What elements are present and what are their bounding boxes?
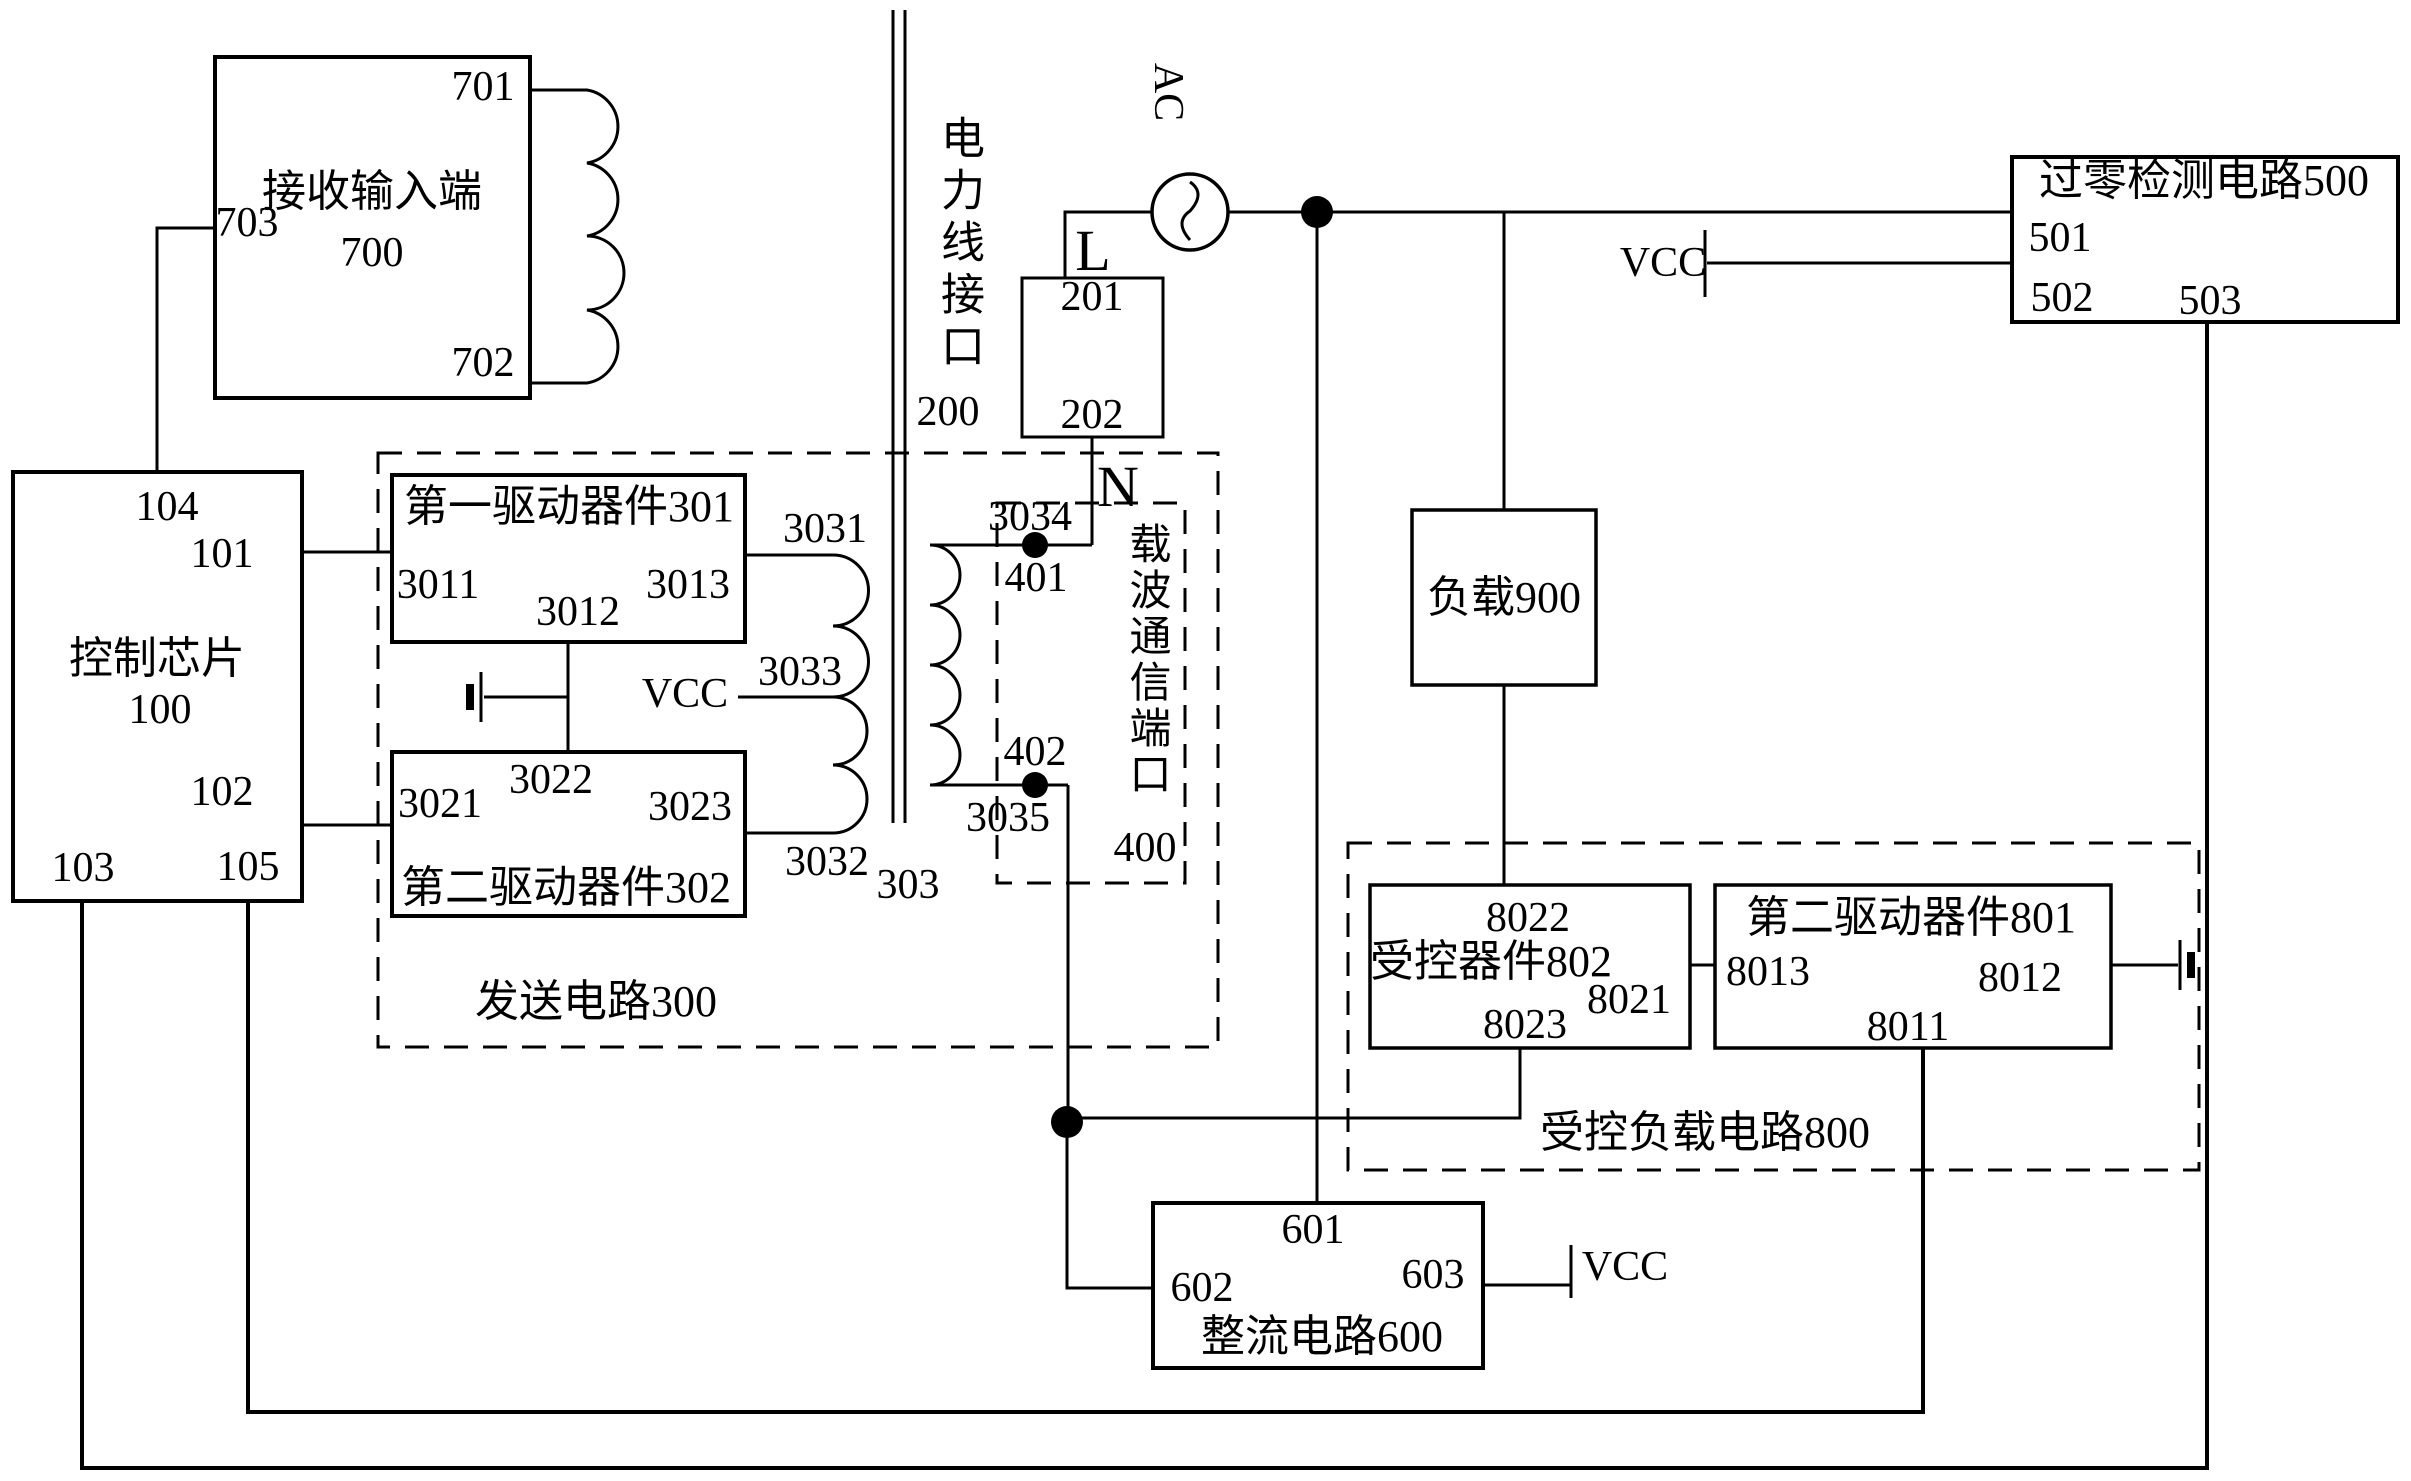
wires: [80, 210, 2209, 1470]
receiver-winding-coil: [530, 88, 626, 385]
pin-label-8022: 8022: [1486, 895, 1570, 941]
ac-source-symbol: [1150, 172, 1230, 252]
pin-label-8023: 8023: [1483, 1002, 1567, 1048]
pin-label-603: 603: [1401, 1252, 1465, 1298]
reference-symbols: [466, 672, 2195, 990]
pin-label-401: 401: [1004, 555, 1068, 601]
wire-L-to-ac: [1063, 210, 1152, 278]
wire-8023-to-junction: [1067, 1048, 1522, 1120]
vcc-label-bottom: VCC: [1581, 1244, 1669, 1290]
line-L-label: L: [1075, 218, 1111, 283]
junction-dots: [1022, 196, 1333, 1138]
vcc-label-mid: VCC: [641, 671, 729, 717]
pin-label-8011: 8011: [1866, 1004, 1950, 1050]
receiver-block-title: 接收输入端: [262, 167, 482, 216]
pin-label-3021: 3021: [398, 781, 482, 827]
pin-label-402: 402: [1003, 729, 1067, 775]
rectifier-title: 整流电路600: [1201, 1312, 1443, 1361]
pin-label-701: 701: [451, 64, 515, 110]
controlled-device-title: 受控器件802: [1370, 937, 1612, 986]
controlled-load-circuit-label: 受控负载电路800: [1540, 1108, 1870, 1157]
control-chip-ref: 100: [128, 687, 192, 733]
control-chip-title: 控制芯片: [69, 634, 245, 683]
pin-label-201: 201: [1060, 274, 1124, 320]
pin-label-502: 502: [2030, 275, 2094, 321]
load-title: 负载900: [1427, 573, 1581, 622]
zero-cross-title: 过零检测电路500: [2039, 156, 2369, 205]
pin-label-101: 101: [190, 531, 254, 577]
pin-label-3012: 3012: [536, 589, 620, 635]
wire-103-rail-to-503: [80, 322, 2209, 1470]
pin-label-703: 703: [215, 200, 279, 246]
pin-label-3022: 3022: [509, 757, 593, 803]
carrier-port-vertical-label: 载波通信端口: [1123, 522, 1169, 798]
receiver-block-ref: 700: [340, 230, 404, 276]
line-N-label: N: [1097, 454, 1139, 519]
ac-source-label: AC: [1145, 62, 1191, 122]
transmit-circuit-label: 发送电路300: [475, 977, 717, 1026]
tap-label-3032: 3032: [785, 839, 869, 885]
pin-label-601: 601: [1281, 1207, 1345, 1253]
transformer-ref-303: 303: [876, 862, 940, 908]
first-driver-title: 第一驱动器件301: [404, 482, 734, 531]
transformer-303: [530, 10, 1092, 835]
pin-label-8013: 8013: [1726, 949, 1810, 995]
wire-junction-to-602: [1065, 1122, 1153, 1290]
secondary-winding-coil: [929, 543, 1092, 787]
pin-label-602: 602: [1170, 1265, 1234, 1311]
pin-label-8012: 8012: [1978, 955, 2062, 1001]
pin-label-702: 702: [451, 340, 515, 386]
ac-sine-glyph: [1180, 180, 1200, 241]
second-driver-tx-title: 第二驱动器件302: [401, 863, 731, 912]
second-driver-rx-title: 第二驱动器件801: [1746, 893, 2076, 942]
junction-dot-ac-line: [1301, 196, 1333, 228]
transmit-winding-coil: [745, 553, 870, 835]
transmit-circuit-dashed-outline: [376, 451, 1220, 1049]
vcc-label-top: VCC: [1619, 240, 1707, 286]
powerline-interface-ref: 200: [916, 389, 980, 435]
pin-label-3011: 3011: [396, 562, 480, 608]
pin-label-503: 503: [2178, 278, 2242, 324]
junction-dot-3034: [1022, 532, 1048, 558]
pin-label-104: 104: [135, 484, 199, 530]
wire-105-rail-to-8011: [246, 901, 1925, 1414]
pin-label-8021: 8021: [1587, 977, 1671, 1023]
pin-label-202: 202: [1060, 392, 1124, 438]
powerline-interface-vertical-label: 电力线接口: [934, 115, 983, 375]
tap-label-3033: 3033: [758, 649, 842, 695]
tap-label-3034: 3034: [988, 494, 1072, 540]
pin-label-501: 501: [2028, 215, 2092, 261]
pin-label-103: 103: [51, 845, 115, 891]
pin-label-3013: 3013: [646, 562, 730, 608]
pin-label-102: 102: [190, 769, 254, 815]
carrier-port-ref: 400: [1113, 825, 1177, 871]
junction-dot-3035: [1022, 772, 1048, 798]
junction-dot-neutral: [1051, 1106, 1083, 1138]
controlled-load-dashed-outline: [1346, 841, 2201, 1172]
pin-label-105: 105: [216, 844, 280, 890]
tap-label-3031: 3031: [783, 506, 867, 552]
pin-label-3023: 3023: [648, 784, 732, 830]
wire-703-to-chip: [155, 226, 215, 472]
tap-label-3035: 3035: [966, 795, 1050, 841]
